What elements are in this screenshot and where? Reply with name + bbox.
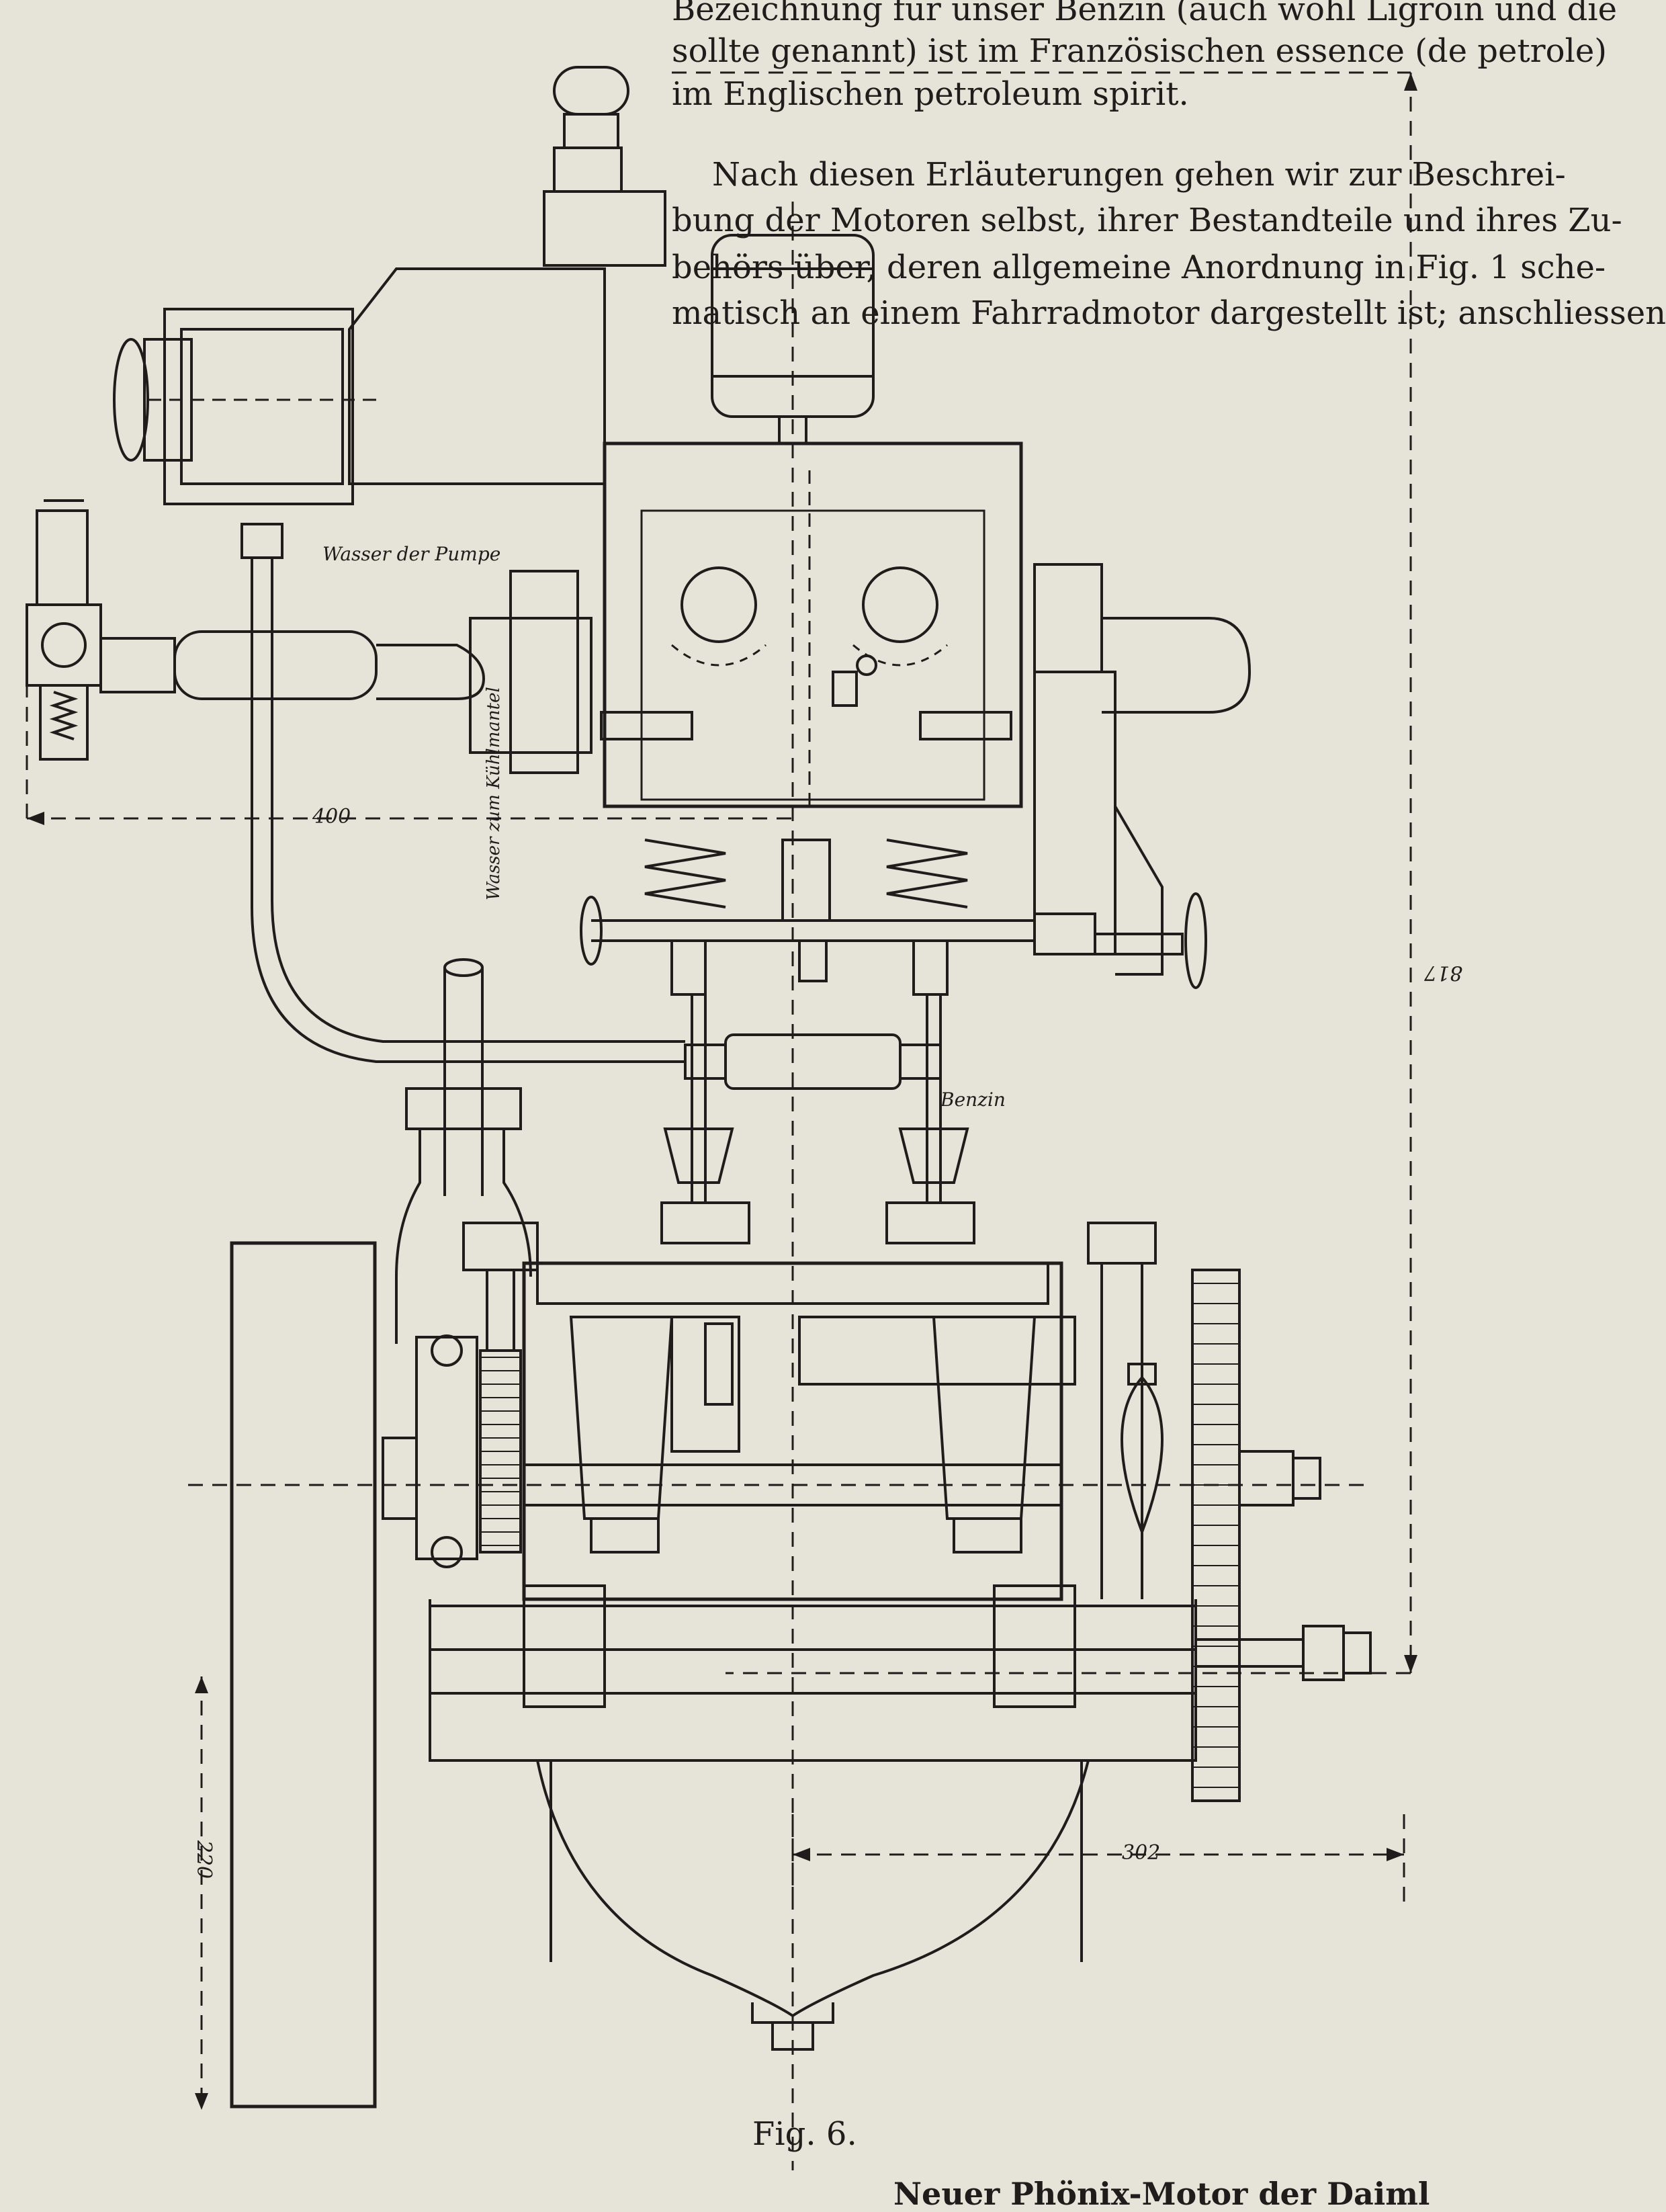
header-line-2: sollte genannt) ist im Französischen ess…: [672, 32, 1607, 70]
mixing-valve: [684, 1033, 942, 1090]
lubricator: [1087, 1222, 1164, 1599]
inlet-valve: [26, 499, 593, 774]
engine-drawing: [26, 66, 1417, 2170]
cooling-pipe: [443, 958, 484, 1196]
flywheel-plate: [230, 1241, 377, 2109]
water-pump: [395, 1087, 532, 1344]
header-line-5: bung der Motoren selbst, ihrer Bestandte…: [672, 202, 1622, 239]
connecting-rods: [660, 994, 975, 1244]
scanned-book-page: Bezeichnung für unser Benzin (auch wohl …: [26, 0, 1666, 2212]
dimension-302: 302: [1122, 1841, 1161, 1865]
dimension-400: 400: [312, 805, 351, 828]
float-chamber: [711, 234, 875, 445]
valve-gear: [580, 892, 1207, 996]
water-pipe: [240, 523, 685, 1063]
dimension-220: 220: [192, 1840, 216, 1879]
footer-caption: Neuer Phönix-Motor der Daiml: [893, 2176, 1430, 2212]
header-line-3: im Englischen petroleum spirit.: [672, 75, 1189, 113]
carburettor: [113, 66, 666, 505]
annotation-fuel: Benzin: [940, 1089, 1006, 1111]
timing-gear-left: [382, 1222, 539, 1568]
dimension-lines: [26, 71, 1412, 2170]
dimension-arrows: [27, 73, 1417, 2110]
annotation-pump-water: Wasser der Pumpe: [322, 543, 501, 565]
annotation-cooling-water: Wasser zum Kühlmantel: [484, 687, 504, 900]
crankcase: [522, 1261, 1076, 1601]
header-line-1: Bezeichnung für unser Benzin (auch wohl …: [672, 0, 1618, 28]
header-line-7: matisch an einem Fahrradmotor dargestell…: [672, 294, 1666, 332]
dimension-817: 817: [1424, 961, 1463, 984]
header-line-4: Nach diesen Erläuterungen gehen wir zur …: [712, 156, 1566, 194]
flywheel-gear-right: [1191, 1269, 1321, 1802]
cylinder-block: [600, 441, 1023, 808]
figure-caption: Fig. 6.: [752, 2115, 857, 2153]
crankcase-base: [429, 1599, 1197, 2051]
valve-springs: [644, 839, 968, 922]
